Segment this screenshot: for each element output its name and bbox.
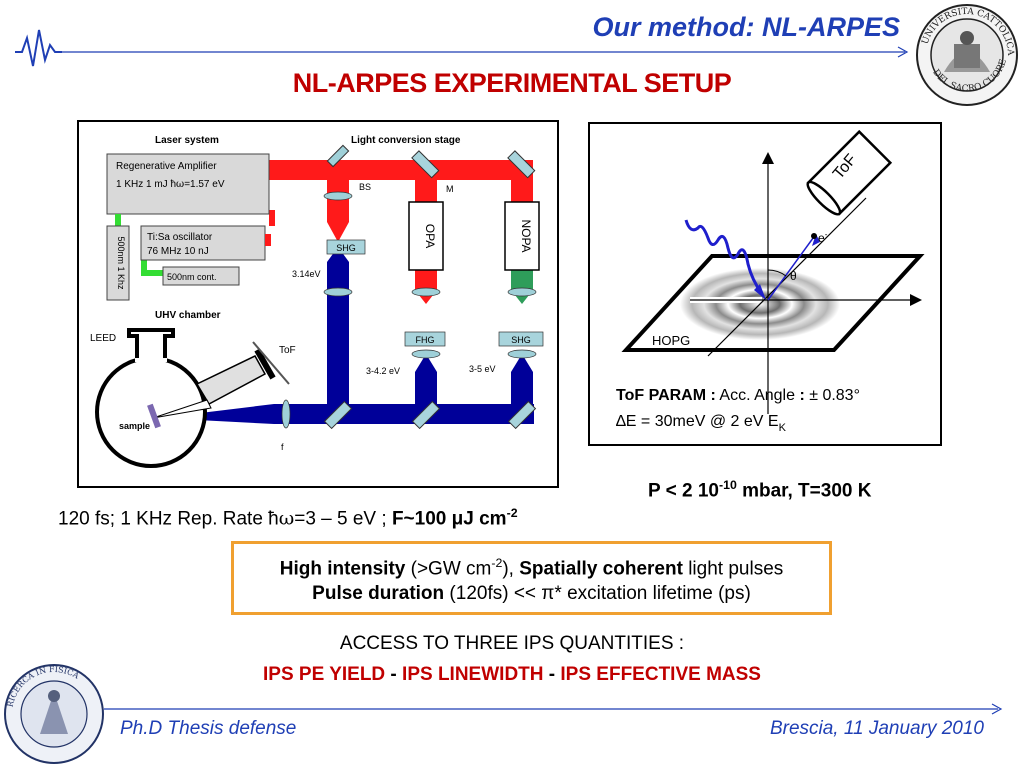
pressure-line: P < 2 10-10 mbar, T=300 K: [648, 478, 872, 502]
cont-label: 500nm cont.: [167, 272, 217, 282]
regen-amp-label: Regenerative Amplifier: [116, 161, 217, 172]
laser-system-label: Laser system: [155, 135, 219, 146]
slide-title: NL-ARPES EXPERIMENTAL SETUP: [292, 68, 732, 98]
shg2-label: SHG: [511, 335, 531, 345]
highlight-box: High intensity (>GW cm-2), Spatially coh…: [231, 541, 832, 615]
bs-label: BS: [359, 182, 371, 192]
shg1-label: SHG: [336, 243, 356, 253]
theta-label: θ: [790, 269, 797, 283]
access-line: ACCESS TO THREE IPS QUANTITIES :: [339, 633, 685, 654]
vertical-500nm-label: 500nm 1 Khz: [116, 236, 126, 290]
intensity-line: High intensity (>GW cm-2), Spatially coh…: [279, 556, 784, 580]
tof-setup-label: ToF: [279, 345, 296, 356]
footer-right: Brescia, 11 January 2010: [769, 718, 984, 739]
energy-342-label: 3-4.2 eV: [366, 366, 400, 376]
regen-params-label: 1 KHz 1 mJ ħω=1.57 eV: [116, 179, 225, 190]
footer-divider: [104, 703, 1003, 715]
hopg-label: HOPG: [652, 333, 690, 348]
duration-line: Pulse duration (120fs) << π* excitation …: [312, 583, 751, 605]
university-seal-logo: UNIVERSITA CATTOLICA DEL SACRO CUORE: [916, 4, 1018, 106]
energy-35-label: 3-5 eV: [469, 364, 496, 374]
tof-param-line: ToF PARAM : Acc. Angle : ± 0.83°: [616, 387, 860, 404]
ips-quantities-line: IPS PE YIELD - IPS LINEWIDTH - IPS EFFEC…: [263, 664, 761, 685]
footer-seal-logo: RICERCA IN FISICA: [4, 664, 104, 764]
light-conversion-label: Light conversion stage: [351, 135, 461, 146]
header-decoration: [15, 29, 909, 67]
m-label: M: [446, 184, 454, 194]
tisa-label: Ti:Sa oscillator: [147, 232, 213, 243]
rep-rate-line: 120 fs; 1 KHz Rep. Rate ħω=3 – 5 eV ; F~…: [58, 506, 518, 530]
uhv-chamber-label: UHV chamber: [155, 310, 221, 321]
sample-label: sample: [119, 421, 150, 431]
opa-label: OPA: [423, 224, 437, 248]
leed-label: LEED: [90, 333, 116, 344]
energy-314-label: 3.14eV: [292, 269, 321, 279]
setup-diagram-frame: [77, 120, 559, 488]
nopa-label: NOPA: [519, 219, 533, 252]
tisa-params-label: 76 MHz 10 nJ: [147, 246, 209, 257]
pulse-wave-icon: [15, 29, 62, 67]
electron-label: e-: [818, 230, 828, 245]
fhg-label: FHG: [416, 335, 435, 345]
delta-e-line: ∆E = 30meV @ 2 eV EK: [616, 413, 787, 434]
arpes-diagram-frame: [588, 122, 942, 446]
arpes-diagram: θ e- HOPG ToF ToF PARAM : Acc. Angle : ±…: [616, 129, 925, 434]
footer-left: Ph.D Thesis defense: [120, 718, 297, 739]
lens-f-label: f: [281, 442, 284, 452]
header-title: Our method: NL-ARPES: [592, 12, 901, 42]
setup-diagram: SHG OPA NOPA FHG SHG 3.14eV 3-4.2 eV 3-5…: [90, 135, 544, 468]
